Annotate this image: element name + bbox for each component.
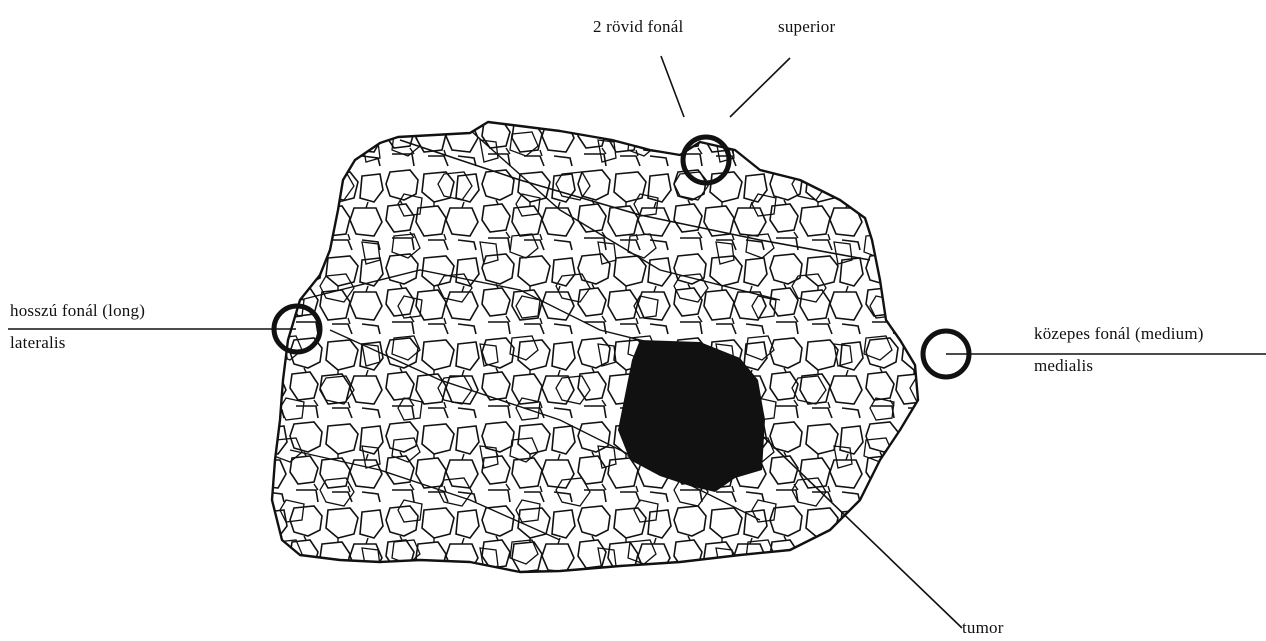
long-thread-label: hosszú fonál (long) (10, 301, 145, 321)
superior-leader (730, 58, 790, 117)
lateralis-label: lateralis (10, 333, 66, 353)
medium-thread-label: közepes fonál (medium) (1034, 324, 1204, 344)
tissue-specimen (260, 110, 930, 580)
short-threads-leader (661, 56, 684, 117)
medialis-label: medialis (1034, 356, 1093, 376)
short-threads-label: 2 rövid fonál (593, 17, 683, 37)
tumor-label: tumor (962, 618, 1004, 638)
superior-label: superior (778, 17, 835, 37)
